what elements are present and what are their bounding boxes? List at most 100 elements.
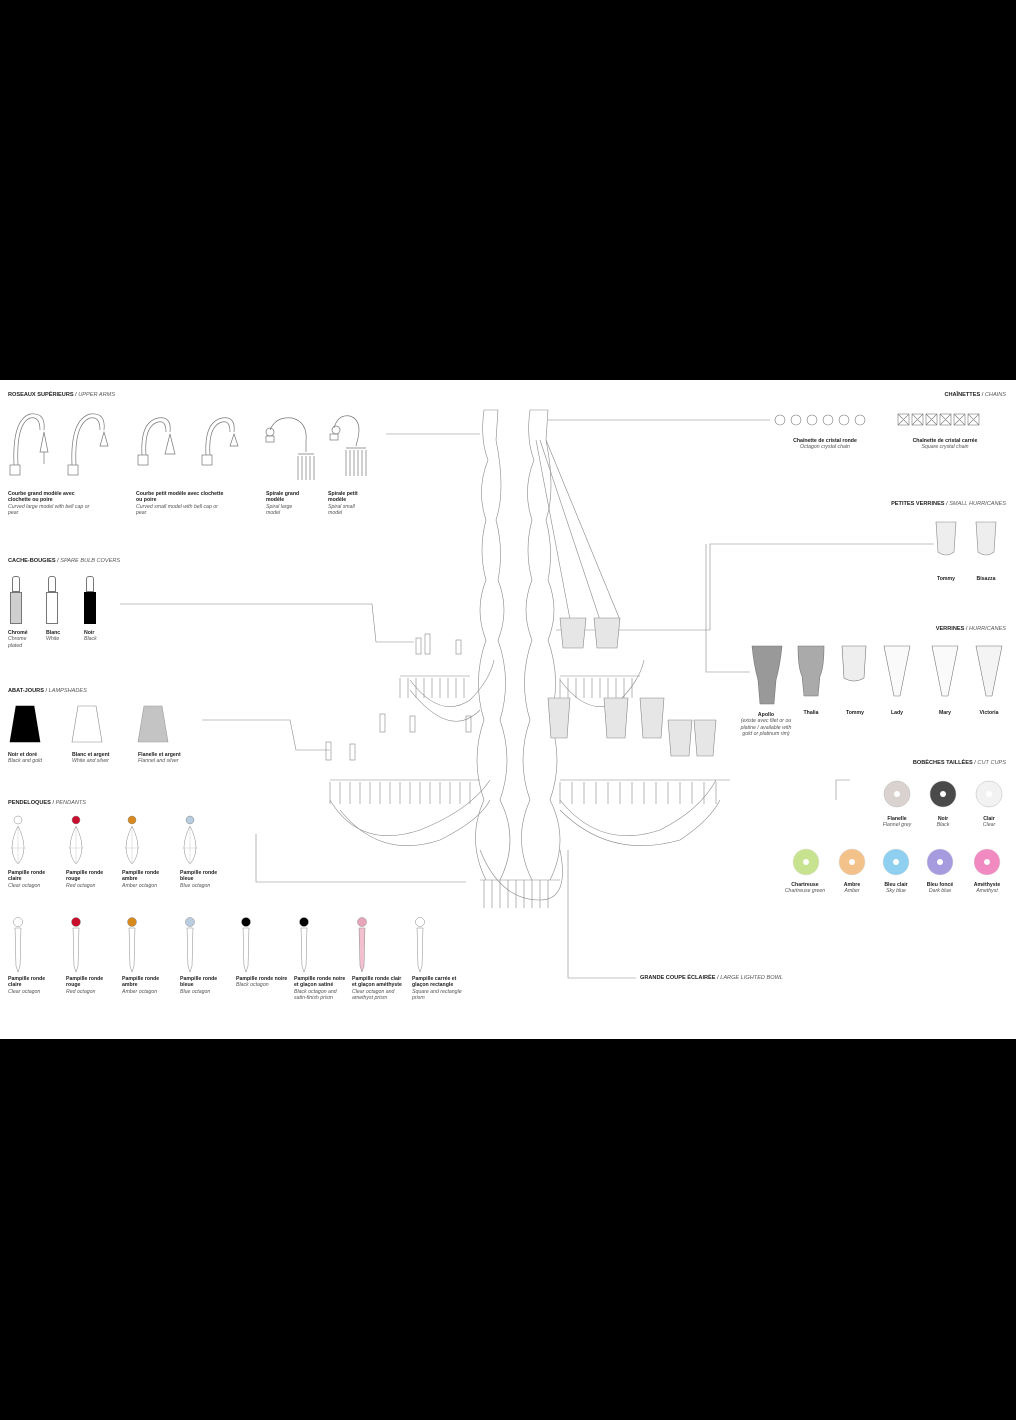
pendant-caption: Pampille ronde bleue Blue octagon [180,870,230,889]
caption-fr: Bleu foncé [926,882,954,888]
bulb-cover-caption: Chromé Chrome plated [8,630,40,649]
cut-cups-layer [792,780,1003,876]
cut-cup [926,848,954,876]
caption-fr: Pampille ronde noire [236,976,288,982]
curved-arm-illustration [13,413,45,466]
caption-fr: Apollo [757,712,775,718]
caption-fr: Pampille ronde bleue [180,870,218,883]
caption-fr: Courbe petit modèle avec clochette ou po… [136,491,224,504]
bulb-cover-swatch [46,592,58,624]
caption-fr: Chaînette de cristal ronde [793,438,857,444]
caption-fr: Bisazza [976,576,996,582]
chandelier-illustration [120,409,934,979]
title-fr: ABAT-JOURS [8,688,44,694]
cut-cup [975,780,1003,808]
pendant-drop [124,815,140,865]
pendant-prism [299,917,309,973]
cut-cup [882,848,910,876]
hurricane-lady [883,645,911,697]
hurricane-caption: Thalia [792,710,830,716]
caption-en: White and silver [72,758,109,765]
caption-fr: Mary [938,710,952,716]
pendant-caption: Pampille ronde noire Black octagon [236,976,288,989]
pendant-caption: Pampille carrée et glaçon rectangle Squa… [412,976,470,1001]
caption-fr: Pampille ronde noire et glaçon satiné [294,976,346,989]
section-title-large-bowl: GRANDE COUPE ÉCLAIRÉE / LARGE LIGHTED BO… [640,975,783,981]
section-title-small-hurricanes: PETITES VERRINES / SMALL HURRICANES [891,501,1006,507]
bulb-cover-swatch [84,592,96,624]
caption-en: Flannel grey [882,822,912,829]
caption-en: Blue octagon [180,882,211,889]
hurricane-thalia [797,645,825,697]
pendant-caption: Pampille ronde rouge Red octagon [66,870,116,889]
caption-fr: Noir et doré [8,752,38,758]
caption-en: Curved small model with bell cap or pear [136,503,218,516]
caption-fr: Victoria [979,710,999,716]
caption-en: Spiral small model [328,503,355,516]
caption-fr: Flanelle et argent [138,752,181,758]
pendant-prism [241,917,251,973]
hurricane-layer [751,645,1003,705]
caption-en: White [46,636,60,643]
section-title-cut-cups: BOBÈCHES TAILLÉES / CUT CUPS [912,760,1006,766]
title-en: PENDANTS [55,800,87,806]
cup-caption: Flanelle Flannel grey [874,816,920,829]
pendant-caption: Pampille ronde rouge Red octagon [66,976,118,995]
cut-cup [883,780,911,808]
caption-en: Clear octagon [8,988,41,995]
title-fr: CACHE-BOUGIES [8,558,56,564]
caption-en: Black octagon [236,982,269,989]
caption-en: (existe avec filet or ou platine / avail… [740,718,792,737]
caption-fr: Pampille ronde rouge [66,976,104,989]
arm-caption: Courbe petit modèle avec clochette ou po… [136,491,226,516]
caption-en: Black and gold [8,758,43,765]
hurricane-mary [931,645,959,697]
caption-fr: Clair [983,816,995,822]
caption-fr: Pampille ronde claire [8,870,46,883]
section-title-bulb-covers: CACHE-BOUGIES / SPARE BULB COVERS [8,558,121,564]
caption-en: Black [936,822,950,829]
pendant-prism [415,917,425,973]
lampshade-caption: Blanc et argent White and silver [72,752,132,765]
caption-en: Chartreuse green [784,888,826,895]
hurricane-victoria [975,645,1003,697]
caption-en: Amber [844,888,860,895]
caption-en: Curved large model with bell cap or pear [8,503,90,516]
arm-caption: Courbe grand modèle avec clochette ou po… [8,491,98,516]
title-fr: PENDELOQUES [8,800,51,806]
title-en: SMALL HURRICANES [949,501,1006,507]
pendant-prism [71,917,81,973]
caption-en: Black [84,636,97,643]
title-fr: VERRINES [935,626,965,632]
pendant-drop [10,815,26,865]
title-fr: BOBÈCHES TAILLÉES [912,760,973,766]
hurricane-caption: Tommy [836,710,874,716]
cut-cup [929,780,957,808]
cut-cup [838,848,866,876]
caption-en: Blue octagon [180,988,211,995]
caption-fr: Pampille ronde clair et glaçon améthyste [352,976,402,989]
cut-cup [792,848,820,876]
cup-caption: Chartreuse Chartreuse green [770,882,840,895]
caption-fr: Pampille ronde ambre [122,976,160,989]
caption-en: Chrome plated [8,636,27,649]
caption-fr: Flanelle [887,816,907,822]
caption-fr: Thalia [803,710,819,716]
pendant-caption: Pampille ronde noire et glaçon satiné Bl… [294,976,348,1001]
title-fr: CHAÎNETTES [944,392,981,398]
lampshade-flannel [137,705,169,743]
caption-fr: Pampille carrée et glaçon rectangle [412,976,457,989]
caption-fr: Pampille ronde claire [8,976,46,989]
caption-en: Red octagon [66,988,96,995]
section-title-pendants: PENDELOQUES / PENDANTS [8,800,87,806]
caption-en: Octagon crystal chain [800,444,850,451]
title-en: SPARE BULB COVERS [60,558,121,564]
hurricane-apollo [751,645,783,705]
cut-cup [973,848,1001,876]
line-art-layer [9,413,367,480]
cup-caption: Clair Clear [966,816,1012,829]
pendant-drop [68,815,84,865]
hurricane-caption: Apollo (existe avec filet or ou platine … [736,712,796,737]
lampshade-caption: Flanelle et argent Flannel and silver [138,752,198,765]
title-en: HURRICANES [969,626,1006,632]
